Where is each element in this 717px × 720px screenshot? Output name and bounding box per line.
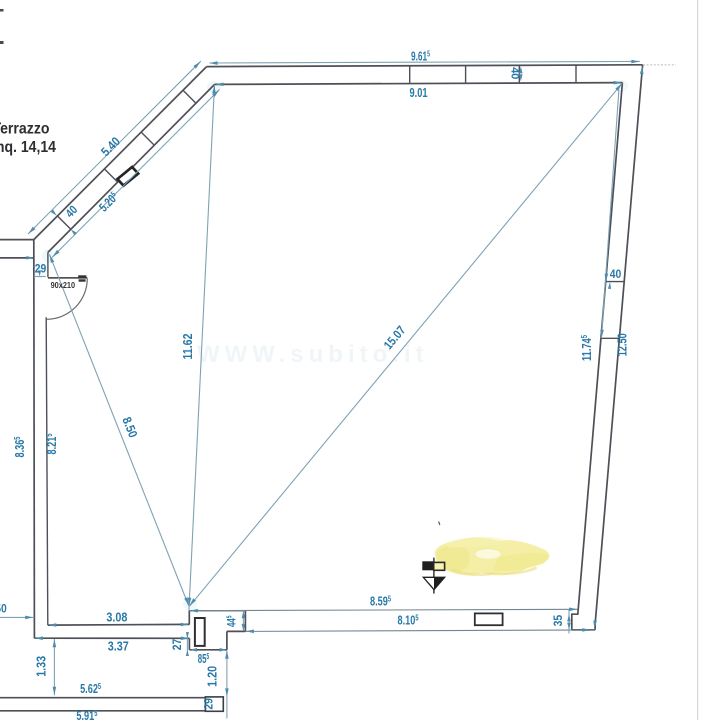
svg-text:445: 445 <box>224 616 238 628</box>
svg-text:27: 27 <box>170 638 184 650</box>
svg-text:8.365: 8.365 <box>13 436 27 457</box>
svg-text:11.62: 11.62 <box>181 333 195 359</box>
svg-text:5.625: 5.625 <box>80 682 101 696</box>
svg-text:8.595: 8.595 <box>370 594 391 608</box>
svg-text:50: 50 <box>0 601 7 615</box>
svg-text:29: 29 <box>201 698 215 710</box>
svg-text:9.615: 9.615 <box>411 50 430 64</box>
svg-text:mq. 14,14: mq. 14,14 <box>0 139 56 156</box>
svg-text:9.01: 9.01 <box>410 86 428 100</box>
svg-text:8.215: 8.215 <box>45 433 59 454</box>
svg-text:12.50: 12.50 <box>616 333 630 356</box>
svg-text:WWW.subito.it: WWW.subito.it <box>197 341 429 368</box>
svg-text:35: 35 <box>551 615 565 627</box>
svg-text:40: 40 <box>509 67 521 79</box>
svg-text:855: 855 <box>198 652 210 666</box>
svg-text:3.08: 3.08 <box>106 610 127 624</box>
svg-text:29: 29 <box>35 262 47 276</box>
svg-text:8.105: 8.105 <box>398 613 419 627</box>
svg-text:Terrazzo: Terrazzo <box>0 121 50 138</box>
svg-text:11.745: 11.745 <box>580 335 594 361</box>
svg-text:3.37: 3.37 <box>108 640 129 654</box>
svg-text:40: 40 <box>610 267 622 281</box>
svg-text:90x210: 90x210 <box>51 280 76 290</box>
svg-text:5.915: 5.915 <box>76 709 97 720</box>
svg-text:1.20: 1.20 <box>205 666 219 687</box>
svg-text:1.33: 1.33 <box>35 656 49 677</box>
